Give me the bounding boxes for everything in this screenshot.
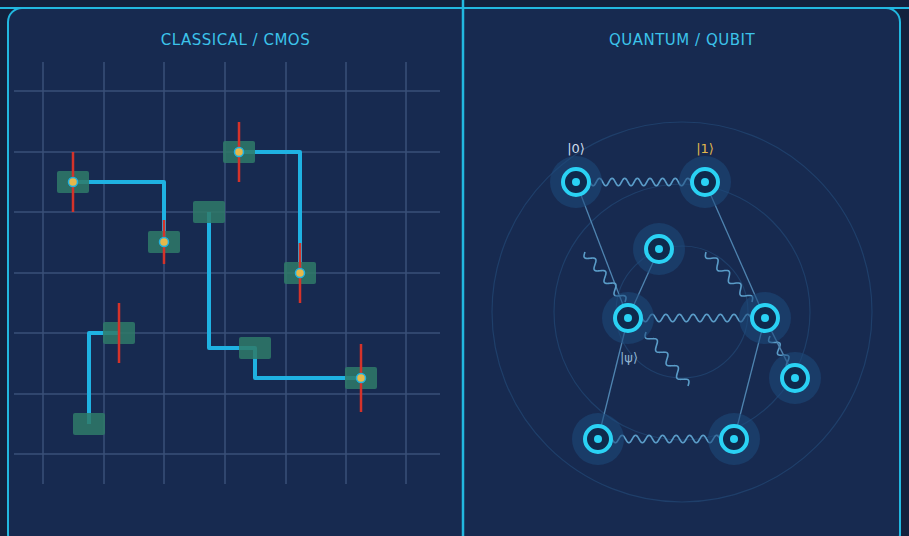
contact-dot: [296, 269, 305, 278]
qubit-core: [701, 178, 709, 186]
state-label: |ψ⟩: [620, 350, 638, 365]
qubit-glow: [769, 352, 821, 404]
qubit-core: [655, 245, 663, 253]
qubit-glow: [602, 292, 654, 344]
qubit-glow: [679, 156, 731, 208]
grid-line: [14, 211, 440, 213]
qubit-glow: [739, 292, 791, 344]
wire: [89, 333, 119, 424]
qubit-core: [730, 435, 738, 443]
qubit-ring: [721, 426, 747, 452]
qubit: [572, 413, 624, 465]
panel: QUANTUM / QUBIT: [463, 8, 901, 536]
divider: [462, 0, 465, 536]
entanglement-wave: [705, 252, 752, 302]
grid-line: [14, 272, 440, 274]
contact-dot: [69, 178, 78, 187]
qubit: [739, 292, 791, 344]
entanglement-wave: [645, 332, 689, 386]
qubit-ring: [752, 305, 778, 331]
qubit-core: [624, 314, 632, 322]
qubit-glow: [550, 156, 602, 208]
panel: CLASSICAL / CMOS: [8, 8, 463, 536]
entanglement-wave: [642, 314, 751, 321]
qubit-ring: [646, 236, 672, 262]
transistor-pad: [239, 337, 271, 359]
qubit-ring: [782, 365, 808, 391]
qubit: [708, 413, 760, 465]
state-label: |0⟩: [567, 141, 585, 156]
qubit-ring: [585, 426, 611, 452]
bonds: [576, 182, 765, 439]
transistors: [57, 122, 377, 435]
orbit: [554, 184, 810, 440]
orbit: [492, 122, 872, 502]
qubit: [602, 292, 654, 344]
transistor-pad: [193, 201, 225, 223]
grid-line: [14, 393, 440, 395]
qubit-ring: [615, 305, 641, 331]
qubit: [550, 156, 602, 208]
wire: [239, 152, 300, 273]
state-label: |1⟩: [696, 141, 714, 156]
qubit-ring: [563, 169, 589, 195]
qubit-glow: [708, 413, 760, 465]
entanglement-wave: [590, 178, 691, 185]
qubit-glow: [633, 223, 685, 275]
qubit-glow: [572, 413, 624, 465]
grid-line: [14, 332, 440, 334]
qubit-core: [791, 374, 799, 382]
top-rule: [0, 7, 909, 9]
waves: [584, 178, 795, 442]
panel-heading: CLASSICAL / CMOS: [8, 31, 463, 49]
contact-dot: [357, 374, 366, 383]
grid-line: [14, 90, 440, 92]
entanglement-wave: [612, 435, 720, 442]
contact-dot: [235, 148, 244, 157]
qubit-core: [572, 178, 580, 186]
wire: [209, 212, 361, 378]
orbit: [616, 246, 748, 378]
qubit: [633, 223, 685, 275]
grid-line: [14, 453, 440, 455]
orbits: [492, 122, 872, 502]
panel-heading: QUANTUM / QUBIT: [463, 31, 901, 49]
transistor-pad: [73, 413, 105, 435]
frame: [8, 8, 900, 536]
wires: [73, 152, 361, 424]
qubits: [550, 156, 821, 465]
contact-dot: [160, 238, 169, 247]
qubit: [769, 352, 821, 404]
qubit-art: [492, 122, 872, 502]
qubit-ring: [692, 169, 718, 195]
qubit-core: [761, 314, 769, 322]
grid: [14, 62, 440, 484]
qubit-core: [594, 435, 602, 443]
gate-line: [118, 303, 121, 363]
qubit: [679, 156, 731, 208]
